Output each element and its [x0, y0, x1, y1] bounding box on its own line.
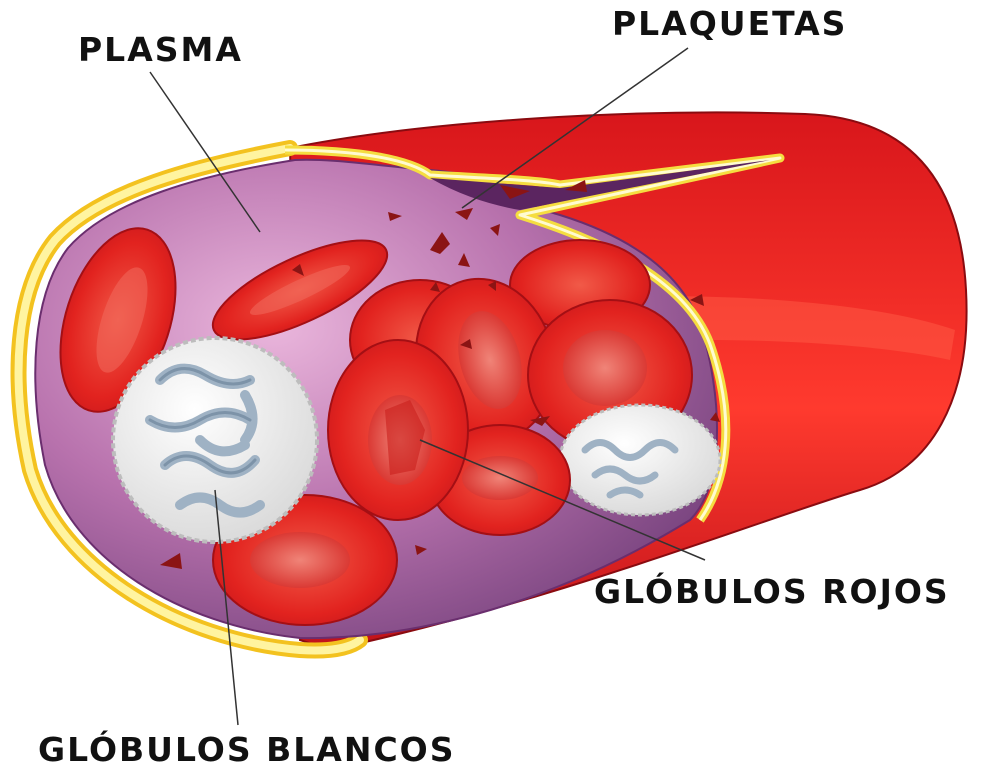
platelet — [415, 545, 427, 555]
white-blood-cell — [111, 336, 319, 544]
label-plaquetas: PLAQUETAS — [612, 4, 848, 43]
platelets — [160, 180, 720, 569]
platelet — [388, 212, 402, 221]
platelet — [292, 264, 304, 276]
leader-line-plaquetas — [461, 47, 689, 209]
platelet — [160, 553, 182, 569]
label-globulos-blancos: GLÓBULOS BLANCOS — [38, 730, 456, 769]
platelet — [488, 281, 496, 291]
platelet — [455, 208, 473, 220]
leader-lines — [149, 47, 706, 726]
platelet — [430, 232, 450, 254]
platelet — [690, 294, 704, 306]
platelet — [500, 185, 530, 199]
white-blood-cell — [558, 403, 722, 517]
platelet — [430, 282, 440, 292]
leader-line-globulos-blancos — [214, 489, 239, 726]
platelet — [460, 339, 472, 349]
vessel-membrane — [10, 140, 368, 659]
plasma-shadow — [430, 160, 770, 210]
platelet — [490, 224, 500, 236]
platelet — [530, 416, 550, 426]
label-globulos-rojos: GLÓBULOS ROJOS — [594, 572, 950, 611]
platelet — [710, 412, 720, 422]
label-plasma: PLASMA — [78, 30, 243, 69]
leader-line-plasma — [149, 71, 261, 233]
leader-line-globulos-rojos — [419, 439, 706, 561]
platelet — [565, 180, 587, 192]
platelet — [458, 253, 470, 267]
